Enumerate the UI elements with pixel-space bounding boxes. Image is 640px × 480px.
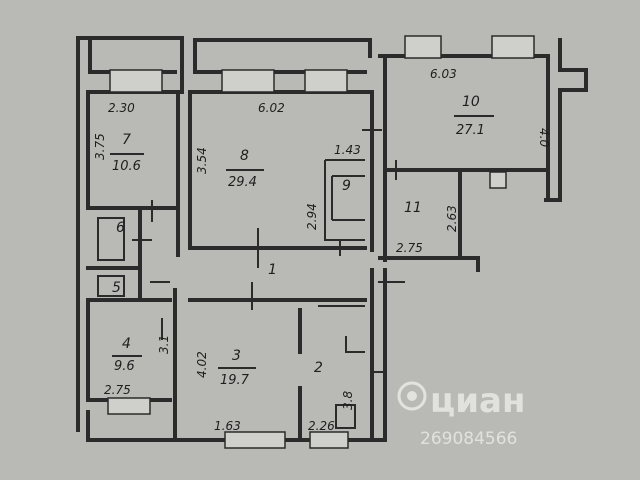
watermark-logo-icon: [397, 381, 427, 411]
dimension: 6.02: [258, 101, 285, 115]
room-area: 10.6: [112, 159, 141, 174]
wall-details: [97, 159, 405, 429]
window: [304, 69, 348, 93]
dimension: 2.63: [445, 205, 459, 232]
dimension: 2.94: [305, 203, 319, 230]
dimension: 6.03: [430, 67, 457, 81]
dimension: 3.8: [341, 391, 355, 410]
room-number: 4: [122, 336, 131, 352]
dimension: 3.75: [93, 133, 107, 160]
window: [309, 431, 349, 449]
windows: [107, 35, 535, 449]
dimension: 4.0: [537, 128, 551, 147]
dimension: 3.1: [157, 335, 171, 354]
room-number: 11: [404, 200, 422, 216]
room-area: 9.6: [114, 359, 135, 374]
room-number: 6: [116, 220, 125, 236]
room-area: 29.4: [228, 175, 257, 190]
window: [491, 35, 535, 59]
room-number: 8: [240, 148, 249, 164]
watermark: циан 269084566: [397, 381, 525, 449]
dimension: 2.26: [308, 419, 335, 433]
room-area: 27.1: [456, 123, 485, 138]
window: [107, 397, 151, 415]
window: [404, 35, 442, 59]
dimension: 2.75: [396, 241, 423, 255]
window: [221, 69, 275, 93]
room-number: 7: [122, 132, 131, 148]
room-number: 2: [314, 360, 323, 376]
dimension: 1.63: [214, 419, 241, 433]
room-number: 3: [232, 348, 241, 364]
watermark-id: 269084566: [420, 429, 517, 449]
dimension: 1.43: [334, 143, 361, 157]
room-number: 10: [462, 94, 480, 110]
room-number: 1: [268, 262, 277, 278]
window: [224, 431, 286, 449]
window: [489, 171, 507, 189]
room-labels: 7 10.6 8 29.4 9 10 27.1 11 6 5 1 4 9.6 3…: [110, 94, 494, 388]
doors: [132, 129, 397, 340]
dimension: 2.30: [108, 101, 135, 115]
dimension: 2.75: [104, 383, 131, 397]
dimension: 3.54: [195, 147, 209, 174]
room-number: 5: [112, 280, 121, 296]
room-number: 9: [342, 178, 351, 194]
window: [109, 69, 163, 93]
dimension-labels: 2.30 6.02 6.03 3.75 3.54 1.43 2.94 4.0 2…: [93, 67, 551, 433]
dimension: 4.02: [195, 351, 209, 378]
room-area: 19.7: [220, 373, 250, 388]
watermark-brand: циан: [430, 381, 525, 421]
